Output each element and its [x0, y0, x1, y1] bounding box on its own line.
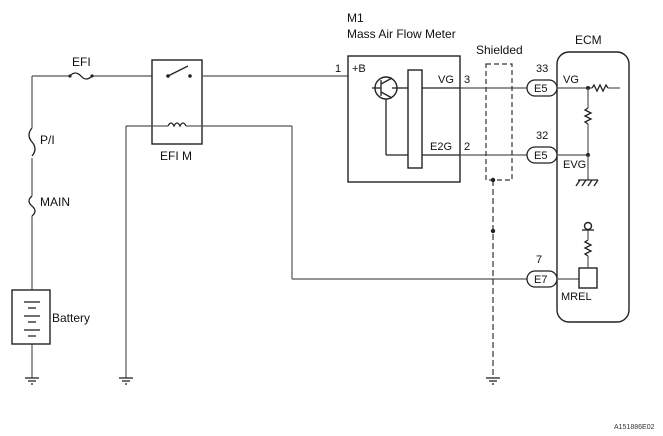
mass-air-flow-meter: M1 Mass Air Flow Meter 1 +B VG 3 E2G 2 [335, 11, 470, 183]
ecm-evg-label: EVG [563, 159, 586, 171]
wire-relay-to-mrel [202, 125, 527, 280]
ground-battery-icon [25, 377, 39, 385]
maf-name: Mass Air Flow Meter [347, 27, 456, 41]
maf-pin-vg-label: VG [438, 74, 454, 86]
pi-fuse: P/I [28, 127, 55, 157]
shield: Shielded [476, 43, 523, 385]
efi-fuse: EFI [68, 55, 94, 80]
ecm-evg-connector: E5 [534, 150, 547, 162]
ecm-vg-pin: 33 [536, 63, 548, 75]
ecm-vg-label: VG [563, 74, 579, 86]
efi-fuse-label: EFI [72, 55, 91, 69]
ecm-title: ECM [575, 33, 602, 47]
ecm-mrel-pin: 7 [536, 254, 542, 266]
shielded-label: Shielded [476, 43, 523, 57]
main-fuse-label: MAIN [40, 195, 70, 209]
maf-id: M1 [347, 11, 364, 25]
maf-pin-b-label: +B [352, 63, 366, 75]
main-fuse: MAIN [28, 195, 70, 217]
efi-m-relay: EFI M [151, 59, 203, 163]
relay-label: EFI M [160, 149, 192, 163]
battery: Battery [11, 289, 90, 345]
power-feed [31, 75, 152, 378]
relay-coil-ground-wire [119, 125, 152, 385]
maf-pin-b-num: 1 [335, 63, 341, 75]
ecm-evg-pin: 32 [536, 130, 548, 142]
pi-fuse-label: P/I [40, 133, 55, 147]
ecm-mrel-connector: E7 [534, 274, 547, 286]
ecm-vg-connector: E5 [534, 83, 547, 95]
figure-code: A151886E02 [614, 424, 655, 431]
maf-pin-e2g-num: 2 [464, 141, 470, 153]
ecm-ground-icon [575, 179, 599, 187]
ecm: ECM 33 E5 VG 32 E5 EVG 7 [526, 33, 630, 323]
maf-pin-vg-num: 3 [464, 74, 470, 86]
ecm-mrel-label: MREL [561, 291, 592, 303]
battery-label: Battery [52, 311, 90, 325]
maf-pin-e2g-label: E2G [430, 141, 452, 153]
